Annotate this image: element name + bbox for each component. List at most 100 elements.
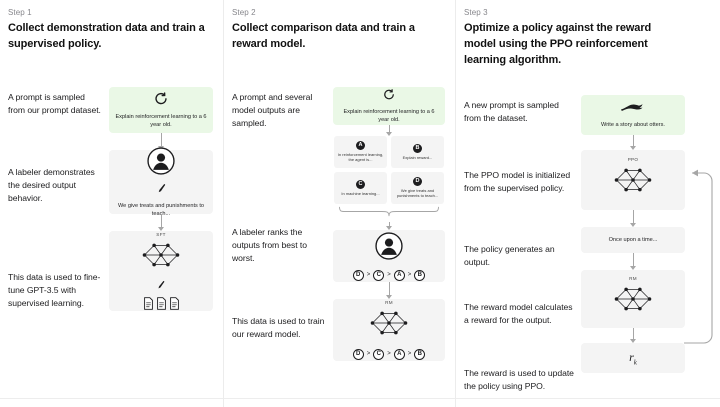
rank-separator: > [407, 272, 412, 279]
pencil-icon [156, 181, 167, 199]
step-1-captions: A prompt is sampled from our prompt data… [8, 63, 105, 311]
arrow-down [384, 221, 394, 230]
output-letter: D [413, 176, 422, 186]
step-1-body: A prompt is sampled from our prompt data… [8, 63, 213, 311]
divider [456, 398, 720, 399]
step-3-caption-2: The PPO model is initialized from the su… [464, 169, 571, 193]
step-1-column: Step 1 Collect demonstration data and tr… [0, 0, 223, 407]
rank-pill-1: D [352, 348, 364, 360]
step-3-flow: Write a story about otters. PPO [580, 79, 710, 373]
rank-pill-2: C [373, 269, 385, 281]
step-2-ranking-box[interactable]: D > C > A > B [333, 229, 445, 282]
output-text: In machine learning... [341, 190, 380, 196]
step-3-caption-1: A new prompt is sampled from the dataset… [464, 99, 559, 123]
rank-pill-2: C [373, 348, 385, 360]
step-3-rm-box[interactable]: RM [581, 269, 685, 328]
step-3-title: Optimize a policy against the reward mod… [464, 22, 652, 66]
step-3-ppo-tag: PPO [627, 157, 639, 163]
person-circle-icon [374, 231, 404, 266]
step-3-captions: A new prompt is sampled from the dataset… [464, 79, 576, 391]
refresh-circle-icon [154, 91, 168, 110]
refresh-circle-icon [383, 87, 395, 105]
rank-separator: > [366, 351, 371, 358]
step-3-caption-5: The reward is used to update the policy … [464, 367, 574, 391]
step-1-flow: Explain reinforcement learning to a 6 ye… [109, 63, 213, 311]
step-2-outputs-grid: A In reinforcement learning, the agent i… [334, 135, 444, 204]
arrow-down [628, 252, 638, 270]
reward-formula: rk [629, 349, 637, 366]
arrow-down [384, 124, 394, 136]
step-1-sft-tag: SFT [156, 231, 166, 237]
arrow-down [628, 327, 638, 343]
output-text: In reinforcement learning, the agent is.… [337, 151, 384, 163]
step-2-label: Step 2 [232, 8, 256, 17]
output-card-d[interactable]: D We give treats and punishments to teac… [391, 171, 444, 204]
step-2-caption-2: A labeler ranks the outputs from best to… [232, 226, 307, 263]
neural-network-icon [611, 163, 655, 202]
step-3-label: Step 3 [464, 8, 488, 17]
step-3-body: A new prompt is sampled from the dataset… [464, 79, 710, 391]
step-1-caption-1: A prompt is sampled from our prompt data… [8, 91, 101, 115]
pencil-icon [156, 277, 166, 295]
output-text: We give treats and punishments to teach.… [396, 187, 439, 199]
neural-network-icon [367, 306, 411, 345]
step-3-output-text: Once upon a time... [608, 236, 658, 243]
step-1-labeler-box[interactable]: We give treats and punishments to teach.… [109, 147, 213, 217]
step-3-caption-3: The policy generates an output. [464, 243, 555, 267]
rank-separator: > [407, 351, 412, 358]
step-2-captions: A prompt and several model outputs are s… [232, 63, 329, 361]
rank-separator: > [366, 272, 371, 279]
rank-separator: > [387, 272, 391, 279]
step-2-prompt-box[interactable]: Explain reinforcement learning to a 6 ye… [333, 86, 445, 125]
rank-pill-4: B [414, 269, 426, 281]
person-circle-icon [146, 146, 176, 181]
step-2-body: A prompt and several model outputs are s… [232, 63, 445, 361]
step-3-ppo-box[interactable]: PPO [581, 149, 685, 210]
step-2-title: Collect comparison data and train a rewa… [232, 22, 415, 50]
step-3-rm-tag: RM [629, 276, 637, 282]
arrow-down [628, 134, 638, 150]
curly-brace-icon [333, 204, 445, 222]
step-3-reward-box[interactable]: rk [581, 342, 685, 373]
step-1-sft-box[interactable]: SFT [109, 230, 213, 311]
ranking-row-rm: D > C > A > B [352, 348, 426, 360]
step-2-rm-tag: RM [385, 299, 393, 305]
output-letter: B [413, 143, 422, 153]
step-2-caption-1: A prompt and several model outputs are s… [232, 91, 313, 128]
rank-pill-1: D [352, 269, 364, 281]
step-1-caption-2: A labeler demonstrates the desired outpu… [8, 166, 95, 203]
neural-network-icon [139, 238, 183, 277]
step-3-prompt-text: Write a story about otters. [601, 122, 665, 129]
output-card-a[interactable]: A In reinforcement learning, the agent i… [334, 135, 387, 168]
step-2-rm-box[interactable]: RM [333, 298, 445, 361]
rank-pill-4: B [414, 348, 426, 360]
step-1-label: Step 1 [8, 8, 32, 17]
neural-network-icon [611, 282, 655, 321]
step-3-caption-4: The reward model calculates a reward for… [464, 301, 573, 325]
arrow-down [156, 213, 166, 231]
otter-icon [619, 100, 647, 118]
step-2-column: Step 2 Collect comparison data and train… [223, 0, 455, 407]
step-2-flow: Explain reinforcement learning to a 6 ye… [333, 63, 445, 361]
step-3-output-box[interactable]: Once upon a time... [581, 226, 685, 253]
step-3-column: Step 3 Optimize a policy against the rew… [455, 0, 720, 407]
step-1-title: Collect demonstration data and train a s… [8, 22, 205, 50]
documents-icon [143, 297, 180, 310]
step-2-prompt-text: Explain reinforcement learning to a 6 ye… [343, 109, 435, 124]
arrow-down [384, 281, 394, 299]
step-1-caption-3: This data is used to fine-tune GPT-3.5 w… [8, 271, 101, 308]
rank-pill-3: A [393, 269, 405, 281]
rank-pill-3: A [393, 348, 405, 360]
output-card-c[interactable]: C In machine learning... [334, 171, 387, 204]
ranking-row: D > C > A > B [352, 269, 426, 281]
rank-separator: > [387, 351, 391, 358]
divider [224, 398, 455, 399]
arrow-down [628, 209, 638, 227]
step-1-prompt-text: Explain reinforcement learning to a 6 ye… [115, 113, 207, 128]
step-3-prompt-box[interactable]: Write a story about otters. [581, 94, 685, 135]
step-1-prompt-box[interactable]: Explain reinforcement learning to a 6 ye… [109, 86, 213, 133]
output-letter: C [356, 179, 365, 189]
output-card-b[interactable]: B Explain reward... [391, 135, 444, 168]
divider [0, 398, 223, 399]
